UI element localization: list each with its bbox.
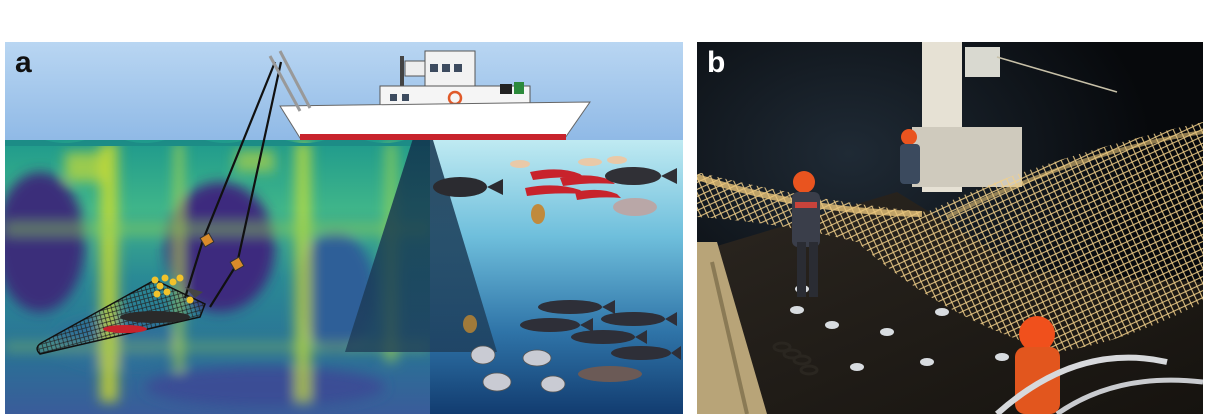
panel-label-b: b [707,46,726,79]
trawl-net [36,274,206,355]
panel-b-photo [697,42,1203,414]
railing [994,354,1168,414]
hatchetfish [470,345,566,393]
panel-b: b [697,42,1203,414]
deck-bolts [790,285,1009,371]
otter-board [199,232,215,248]
panel-a-illustration [5,42,683,414]
echogram [5,140,430,414]
hull-structure [697,242,767,414]
mesopelagic-fish [520,300,681,382]
panel-label-a: a [15,46,32,79]
acoustic-beam [345,107,497,352]
mesopelagic-fish [433,167,677,333]
otter-board [229,256,245,272]
trawler-vessel [268,50,591,140]
crew-member [792,171,820,297]
crew-member [900,129,920,184]
panel-a: a [5,42,683,414]
shrimp [510,156,627,200]
chain [772,341,819,376]
trawl-net-mesh [697,122,1203,352]
crew-member [1015,316,1060,414]
